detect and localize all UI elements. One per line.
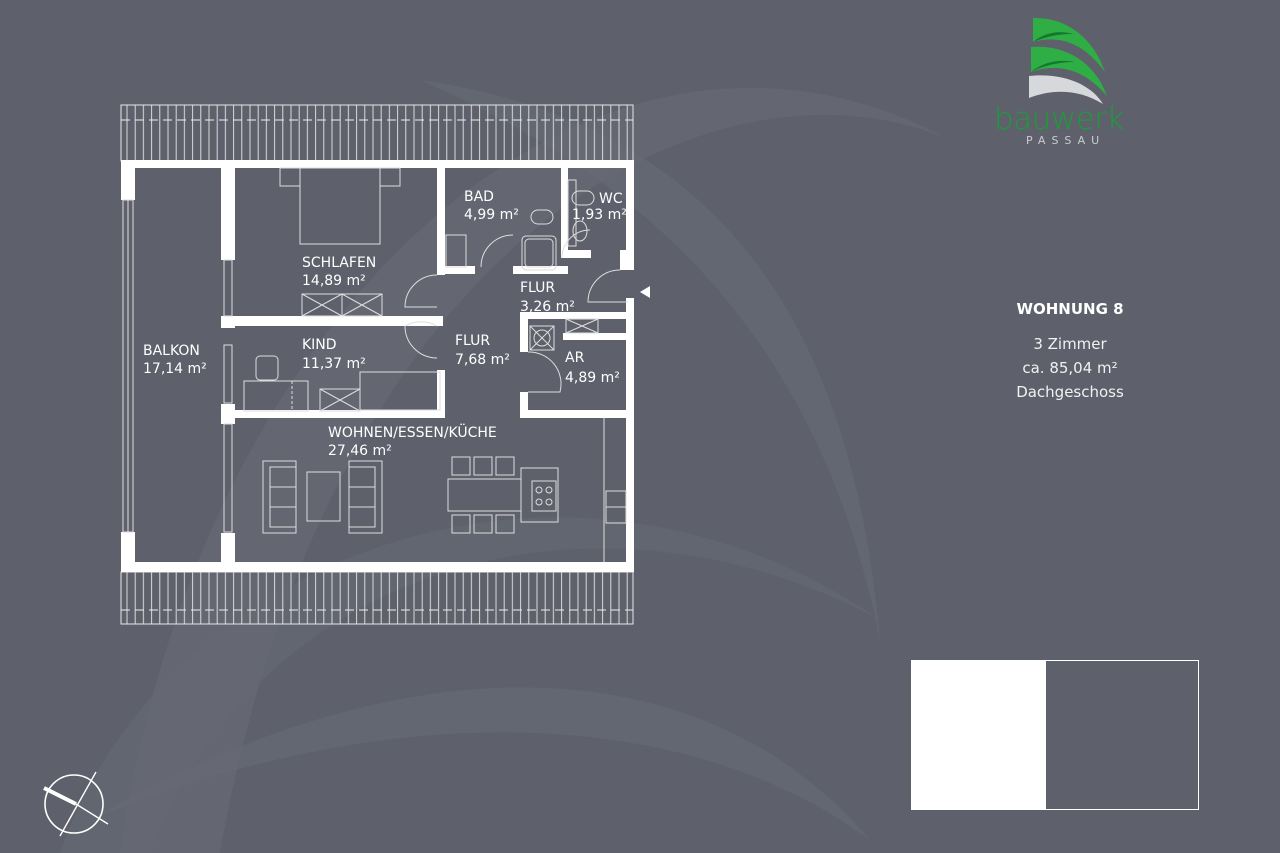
key-plan-highlight-unit <box>911 660 1045 810</box>
rooms-count: 3 Zimmer <box>1033 335 1107 353</box>
floor-level: Dachgeschoss <box>1016 383 1124 401</box>
svg-text:4,89 m²: 4,89 m² <box>565 370 620 386</box>
svg-text:FLUR: FLUR <box>455 333 490 349</box>
apartment-title: WOHNUNG 8 <box>1016 300 1124 318</box>
svg-text:7,68 m²: 7,68 m² <box>455 352 510 368</box>
key-plan-other-unit <box>1045 660 1199 810</box>
svg-text:3,26 m²: 3,26 m² <box>520 299 575 315</box>
room-label-flur-small: FLUR 3,26 m² <box>520 280 575 315</box>
room-label-balkon: BALKON 17,14 m² <box>143 343 207 377</box>
svg-text:AR: AR <box>565 350 585 366</box>
svg-text:WC: WC <box>599 191 623 207</box>
svg-text:BALKON: BALKON <box>143 343 200 359</box>
svg-text:FLUR: FLUR <box>520 280 555 296</box>
key-plan <box>911 660 1199 810</box>
walls <box>121 160 634 572</box>
room-label-flur-large: FLUR 7,68 m² <box>455 333 510 368</box>
bed <box>279 167 401 245</box>
svg-text:1,93 m²: 1,93 m² <box>572 207 627 223</box>
bathroom-fixtures <box>445 179 595 271</box>
wardrobe <box>243 293 441 412</box>
svg-text:SCHLAFEN: SCHLAFEN <box>302 255 376 271</box>
compass-north-arrow-icon <box>43 771 109 837</box>
room-label-wc: WC 1,93 m² <box>572 191 627 223</box>
living-furniture <box>262 418 627 562</box>
svg-text:14,89 m²: 14,89 m² <box>302 273 366 289</box>
svg-text:WOHNEN/ESSEN/KÜCHE: WOHNEN/ESSEN/KÜCHE <box>328 423 497 441</box>
room-label-wohnen: WOHNEN/ESSEN/KÜCHE 27,46 m² <box>328 423 497 459</box>
svg-text:KIND: KIND <box>302 337 337 353</box>
roof-top-strip <box>120 104 634 162</box>
svg-text:11,37 m²: 11,37 m² <box>302 356 366 372</box>
room-label-bad: BAD 4,99 m² <box>464 189 519 223</box>
doors <box>404 229 628 393</box>
bauwerk-logo-icon <box>1029 17 1107 104</box>
storage-fixtures <box>529 318 599 351</box>
svg-text:27,46 m²: 27,46 m² <box>328 443 392 459</box>
svg-text:4,99 m²: 4,99 m² <box>464 207 519 223</box>
svg-text:BAD: BAD <box>464 189 494 205</box>
roof-bottom-strip <box>120 571 634 625</box>
apartment-area: ca. 85,04 m² <box>1022 359 1118 377</box>
room-label-ar: AR 4,89 m² <box>565 350 620 386</box>
entrance-triangle-icon <box>640 286 650 298</box>
windows <box>122 199 233 533</box>
svg-text:17,14 m²: 17,14 m² <box>143 361 207 377</box>
apartment-info: WOHNUNG 8 3 Zimmer ca. 85,04 m² Dachgesc… <box>980 300 1160 404</box>
room-label-schlafen: SCHLAFEN 14,89 m² <box>302 255 376 289</box>
brand-subtitle: PASSAU <box>1026 134 1106 147</box>
room-label-kind: KIND 11,37 m² <box>302 337 366 372</box>
brand-name: bauwerk <box>994 101 1124 137</box>
